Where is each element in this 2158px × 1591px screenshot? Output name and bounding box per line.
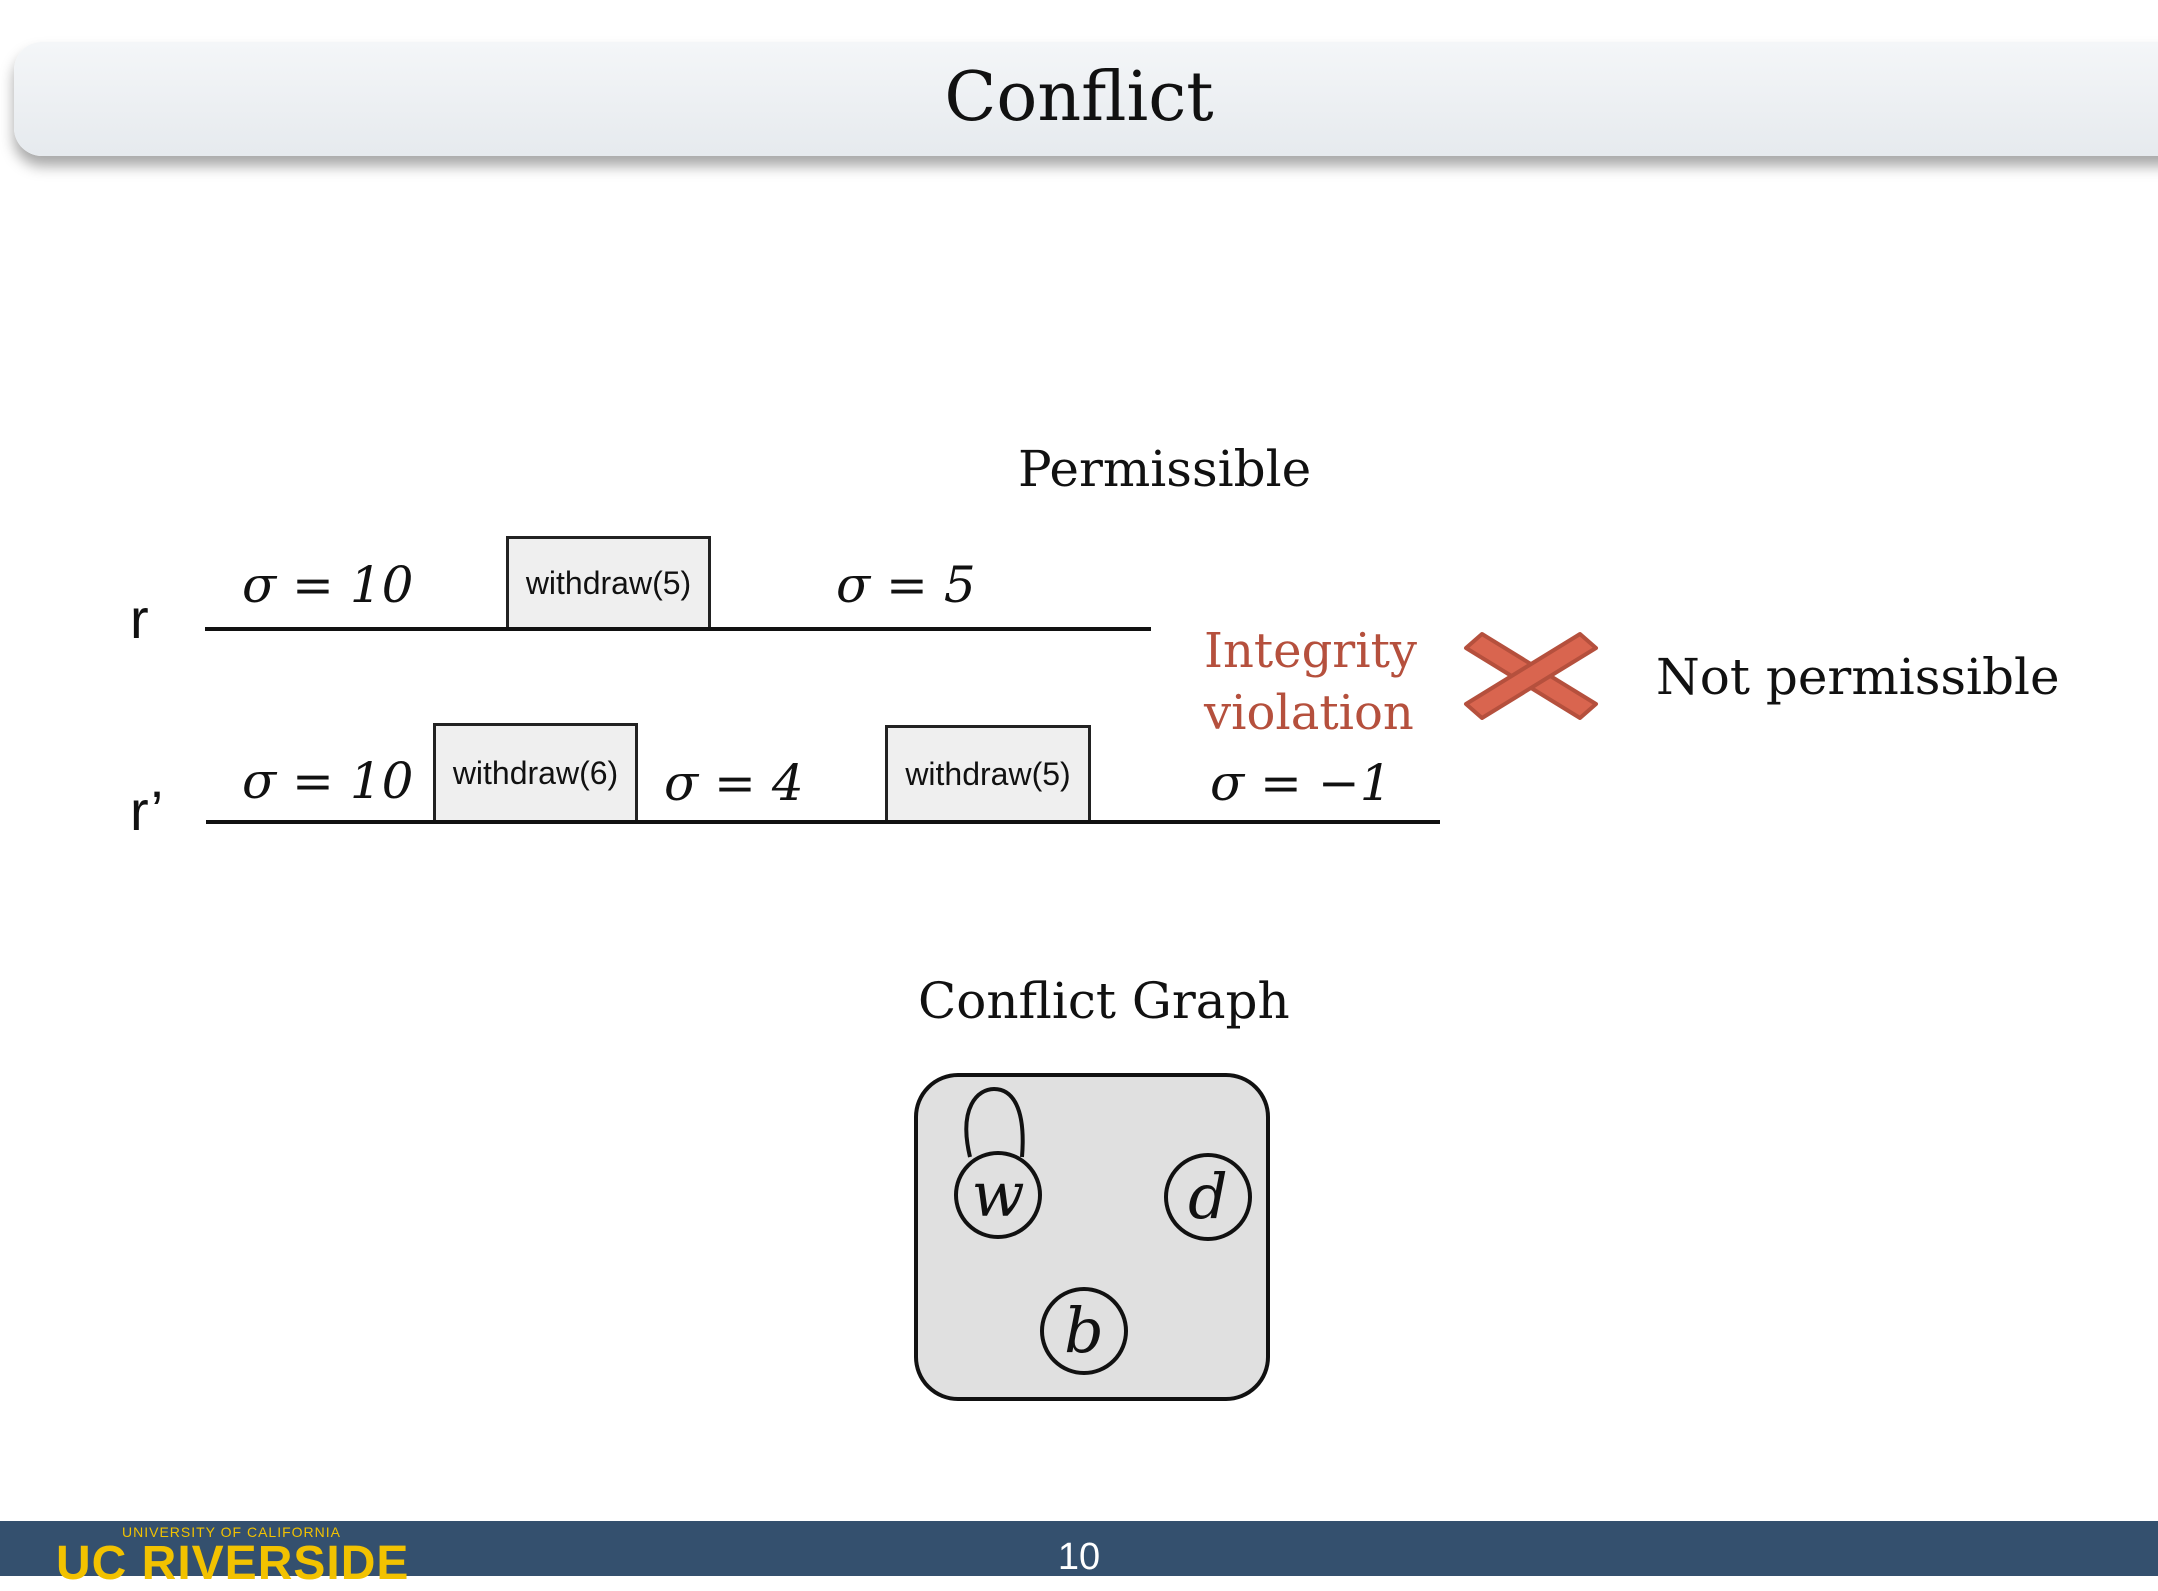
- integrity-violation-label: Integrity violation: [1204, 620, 1417, 744]
- run-r-sigma-start: σ = 10: [242, 556, 414, 614]
- run-r-prime-label: r’: [130, 779, 164, 842]
- node-b: b: [1040, 1287, 1128, 1375]
- node-w: w: [954, 1151, 1042, 1239]
- run-r-label: r: [130, 587, 149, 650]
- logo-subtitle: UNIVERSITY OF CALIFORNIA: [122, 1524, 341, 1540]
- self-loop-edge: [964, 1087, 1025, 1158]
- not-permissible-label: Not permissible: [1656, 648, 2060, 706]
- run-r-prime-timeline: [206, 820, 1440, 824]
- cross-icon: [1464, 632, 1598, 720]
- run-r-prime-sigma-start: σ = 10: [242, 752, 414, 810]
- run-r-timeline: [205, 627, 1151, 631]
- title-bar: [14, 42, 2158, 156]
- run-r-withdraw-op: withdraw(5): [506, 536, 711, 630]
- permissible-label: Permissible: [1018, 440, 1312, 498]
- run-r-sigma-end: σ = 5: [836, 556, 976, 614]
- run-r-prime-sigma-end: σ = −1: [1210, 754, 1392, 812]
- violation-line-1: Integrity: [1204, 623, 1417, 679]
- run-r-prime-sigma-mid: σ = 4: [664, 754, 804, 812]
- conflict-graph: w d b: [914, 1073, 1270, 1401]
- run-r-prime-withdraw-op-2: withdraw(5): [885, 725, 1091, 823]
- footer-bar: [0, 1521, 2158, 1576]
- slide-title: Conflict: [944, 58, 1214, 137]
- conflict-graph-title: Conflict Graph: [918, 972, 1290, 1030]
- node-d: d: [1164, 1153, 1252, 1241]
- violation-line-2: violation: [1204, 685, 1414, 741]
- page-number: 10: [1057, 1536, 1101, 1578]
- run-r-prime-withdraw-op-1: withdraw(6): [433, 723, 638, 823]
